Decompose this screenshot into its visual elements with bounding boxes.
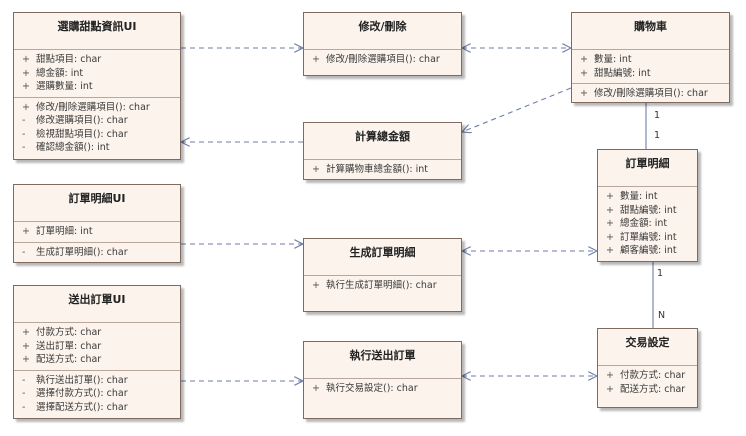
class-title: 交易設定: [625, 336, 670, 349]
class-order-detail[interactable]: 訂單明細 +數量: int +甜點編號: int +總金額: int +訂單編號…: [597, 149, 698, 262]
attribute-row: +送出訂單: char: [22, 340, 102, 352]
attribute-row: +配送方式: char: [22, 354, 102, 365]
attribute-row: +總金額: int: [606, 218, 668, 229]
operation-row: +修改/刪除選購項目(): char: [580, 88, 708, 99]
attribute-row: +訂單編號: int: [606, 231, 677, 243]
attribute-row: +數量: int: [606, 191, 658, 202]
operation-row: +修改/刪除選購項目(): char: [22, 101, 150, 113]
attributes-section: +訂單明細: int: [14, 221, 180, 242]
attribute-row: +選購數量: int: [22, 81, 93, 92]
operation-row: -選擇付款方式(): char: [22, 388, 128, 399]
class-generate-order-detail[interactable]: 生成訂單明細 +執行生成訂單明細(): char: [303, 238, 462, 312]
multiplicity-cart: 1: [654, 110, 661, 121]
dependency-cart-to-calctotal: [462, 87, 572, 132]
class-title: 生成訂單明細: [349, 246, 416, 259]
class-title: 送出訂單UI: [68, 293, 126, 306]
operations-section: -執行送出訂單(): char -選擇付款方式(): char -選擇配送方式(…: [14, 369, 180, 418]
class-order-detail-ui[interactable]: 訂單明細UI +訂單明細: int -生成訂單明細(): char: [13, 184, 181, 263]
operations-section: +修改/刪除選購項目(): char: [572, 83, 729, 104]
attributes-section: +付款方式: char +配送方式: char: [598, 365, 697, 399]
operation-row: +執行生成訂單明細(): char: [312, 280, 437, 291]
attribute-row: +甜點編號: int: [606, 204, 677, 216]
class-execute-send-order[interactable]: 執行送出訂單 +執行交易設定(): char: [303, 341, 462, 419]
class-title: 執行送出訂單: [349, 349, 416, 362]
class-transaction-settings[interactable]: 交易設定 +付款方式: char +配送方式: char: [597, 328, 698, 408]
attribute-row: +顧客編號: int: [606, 245, 677, 256]
operations-section: +修改/刪除選購項目(): char -修改選購項目(): char -檢視甜點…: [14, 96, 180, 158]
operations-section: -生成訂單明細(): char: [14, 241, 180, 263]
operation-row: -修改選購項目(): char: [22, 115, 128, 126]
attributes-section: +甜點項目: char +總金額: int +選購數量: int: [14, 49, 180, 97]
multiplicity-orderdetail-bottom: 1: [657, 268, 664, 279]
class-select-dessert-ui[interactable]: 選購甜點資訊UI +甜點項目: char +總金額: int +選購數量: in…: [13, 12, 181, 160]
operation-row: -確認總金額(): int: [22, 142, 110, 153]
attribute-row: +付款方式: char: [606, 370, 686, 381]
attribute-row: +總金額: int: [22, 67, 84, 79]
multiplicity-transaction: N: [658, 310, 666, 321]
operation-row: -檢視甜點項目(): char: [22, 128, 128, 140]
class-title: 選購甜點資訊UI: [57, 20, 137, 33]
class-calculate-total[interactable]: 計算總金額 +計算購物車總金額(): int: [303, 122, 462, 180]
attribute-row: +訂單明細: int: [22, 226, 93, 237]
class-send-order-ui[interactable]: 送出訂單UI +付款方式: char +送出訂單: char +配送方式: ch…: [13, 285, 181, 419]
class-modify-delete[interactable]: 修改/刪除 +修改/刪除選購項目(): char: [303, 12, 462, 76]
attribute-row: +甜點編號: int: [580, 67, 651, 79]
operations-section: +執行交易設定(): char: [304, 378, 461, 399]
multiplicity-orderdetail-top: 1: [654, 130, 661, 141]
attributes-section: +數量: int +甜點編號: int: [572, 49, 729, 83]
class-title: 訂單明細UI: [68, 192, 126, 205]
operation-row: +修改/刪除選購項目(): char: [312, 54, 440, 65]
attribute-row: +付款方式: char: [22, 327, 102, 338]
attribute-row: +配送方式: char: [606, 383, 686, 395]
operation-row: -生成訂單明細(): char: [22, 246, 128, 258]
operation-row: -執行送出訂單(): char: [22, 374, 128, 386]
operation-row: +計算購物車總金額(): int: [312, 164, 429, 175]
operation-row: +執行交易設定(): char: [312, 383, 418, 394]
operations-section: +計算購物車總金額(): int: [304, 159, 461, 180]
operations-section: +修改/刪除選購項目(): char: [304, 49, 461, 70]
class-title: 訂單明細: [625, 157, 670, 170]
class-title: 購物車: [634, 20, 667, 33]
attribute-row: +甜點項目: char: [22, 54, 102, 65]
attribute-row: +數量: int: [580, 54, 632, 65]
operations-section: +執行生成訂單明細(): char: [304, 275, 461, 296]
class-shopping-cart[interactable]: 購物車 +數量: int +甜點編號: int +修改/刪除選購項目(): ch…: [571, 12, 730, 103]
operation-row: -選擇配送方式(): char: [22, 401, 128, 413]
attributes-section: +付款方式: char +送出訂單: char +配送方式: char: [14, 322, 180, 370]
class-title: 計算總金額: [355, 130, 410, 143]
class-title: 修改/刪除: [358, 20, 407, 33]
attributes-section: +數量: int +甜點編號: int +總金額: int +訂單編號: int…: [598, 186, 697, 261]
